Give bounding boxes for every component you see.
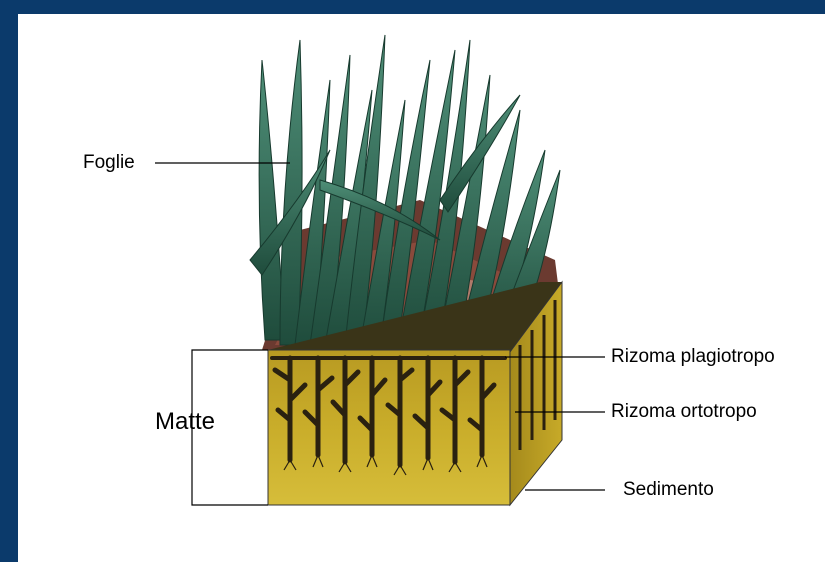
label-foglie: Foglie [83, 152, 135, 174]
label-matte: Matte [155, 408, 215, 436]
label-rizoma-ortotropo: Rizoma ortotropo [611, 401, 757, 423]
label-sedimento: Sedimento [623, 479, 714, 501]
label-rizoma-plagiotropo: Rizoma plagiotropo [611, 346, 775, 368]
matte-front-face [268, 350, 510, 505]
